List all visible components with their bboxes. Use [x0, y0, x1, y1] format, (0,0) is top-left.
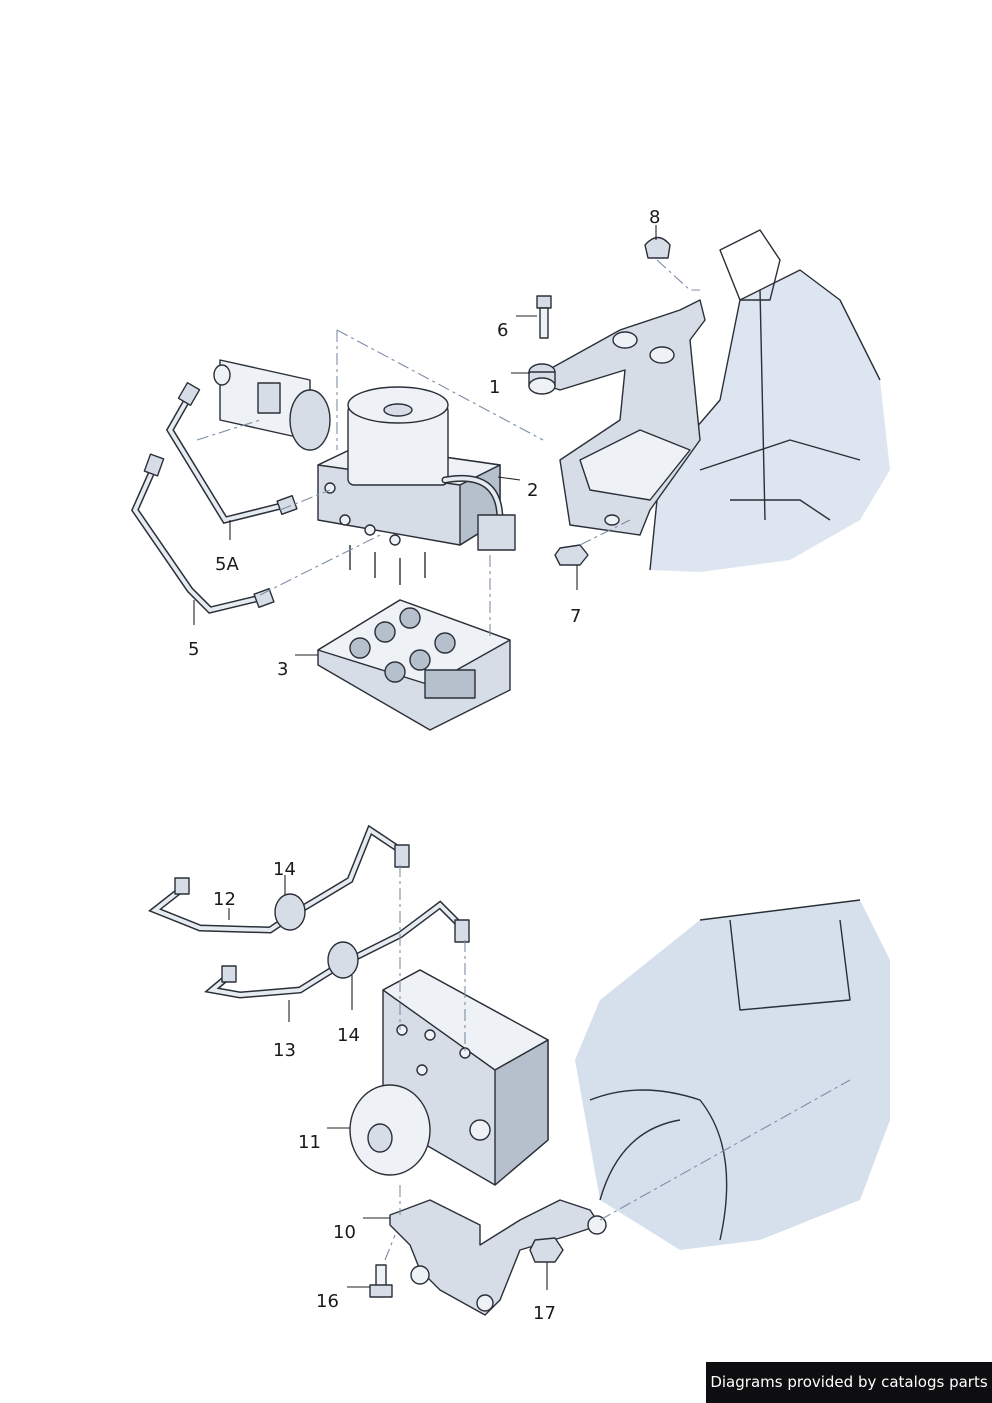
callout-1: 1 — [489, 377, 500, 398]
callout-6: 6 — [497, 320, 508, 341]
callout-14-lower: 14 — [337, 1025, 360, 1046]
callout-17: 17 — [533, 1303, 556, 1324]
nut-7 — [554, 544, 589, 566]
brake-line-5 — [131, 453, 275, 614]
nut-17 — [529, 1237, 564, 1263]
vehicle-body-upper — [649, 229, 890, 572]
grommet-1 — [528, 363, 556, 395]
vehicle-body-lower — [575, 899, 890, 1250]
bolt-6 — [536, 295, 552, 339]
pressure-component — [213, 359, 331, 451]
abs-hydraulic-unit — [317, 386, 516, 585]
bracket-lower — [389, 1199, 607, 1316]
callout-12: 12 — [213, 889, 236, 910]
callout-16: 16 — [316, 1291, 339, 1312]
callout-10: 10 — [333, 1222, 356, 1243]
cap-nut-8 — [644, 236, 671, 259]
callout-3: 3 — [277, 659, 288, 680]
callout-5: 5 — [188, 639, 199, 660]
bracket-upper — [529, 299, 706, 536]
abs-unit-lower — [349, 969, 549, 1186]
callout-11: 11 — [298, 1132, 321, 1153]
footer-credit: Diagrams provided by catalogs parts — [706, 1362, 992, 1403]
callout-5a: 5A — [215, 554, 239, 575]
callout-2: 2 — [527, 480, 538, 501]
callout-14-upper: 14 — [273, 859, 296, 880]
brake-line-13 — [203, 900, 470, 999]
callout-8: 8 — [649, 207, 660, 228]
abs-control-module — [317, 599, 511, 731]
bolt-16 — [369, 1264, 393, 1298]
callout-13: 13 — [273, 1040, 296, 1061]
brake-line-12 — [148, 824, 410, 934]
callout-7: 7 — [570, 606, 581, 627]
